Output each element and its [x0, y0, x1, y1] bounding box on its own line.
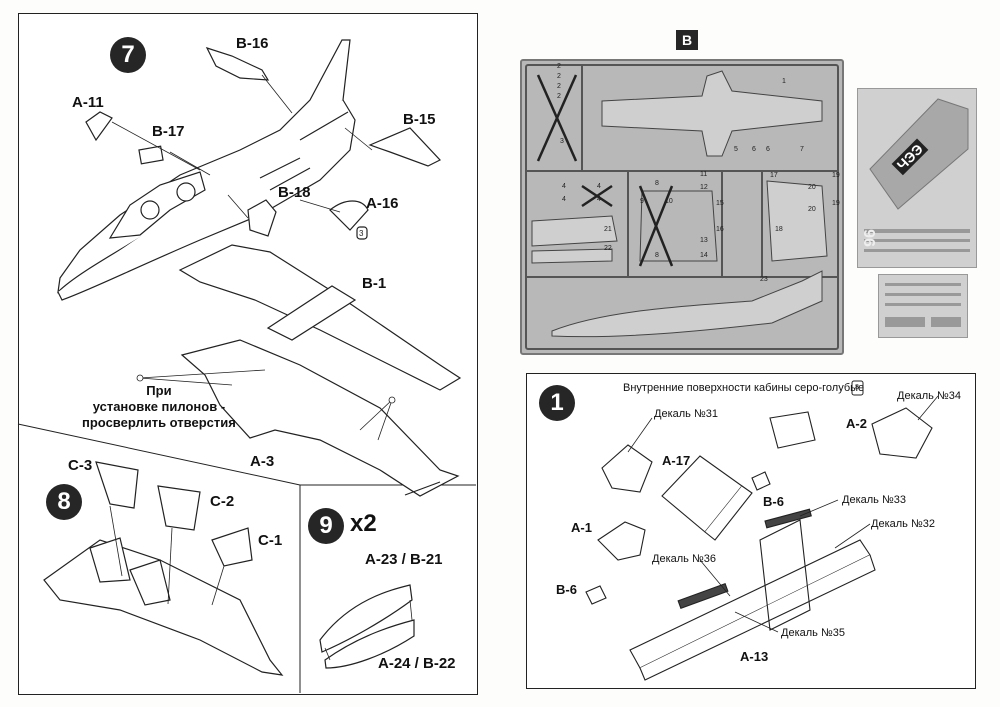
sprue-part-4c: 4: [562, 196, 566, 203]
sprue-drawing: [525, 64, 839, 350]
step7-number-badge: 7: [110, 37, 146, 73]
step7-small-parts: [85, 46, 441, 240]
decal-32-label: Декаль №32: [871, 518, 935, 530]
label-a3: A-3: [250, 453, 275, 470]
sprue-part-2c: 2: [557, 83, 561, 90]
sprue-part-6a: 6: [752, 146, 756, 153]
step9-pod-drawing: [319, 584, 415, 669]
sprue-part-4b: 4: [597, 183, 601, 190]
label-a16: A-16: [366, 195, 399, 212]
label-b17: B-17: [152, 123, 185, 140]
label-a2: A-2: [846, 416, 867, 431]
sprue-part-21: 21: [604, 226, 612, 233]
label-b6-upper: B-6: [763, 494, 784, 509]
step8-leader-lines: [109, 505, 225, 606]
sprue-part-8b: 8: [655, 252, 659, 259]
sprue-part-17: 17: [770, 172, 778, 179]
paint-code-step1: 8: [855, 384, 859, 391]
paint-can-icon: [851, 380, 864, 396]
label-a11: A-11: [72, 94, 104, 111]
decal-35-label: Декаль №35: [781, 627, 845, 639]
sprue-part-6b: 6: [766, 146, 770, 153]
label-b15: B-15: [403, 111, 436, 128]
sprue-part-14: 14: [700, 252, 708, 259]
sprue-part-19b: 19: [832, 200, 840, 207]
sprue-part-20b: 20: [808, 206, 816, 213]
step9-multiplier: x2: [350, 510, 377, 537]
paint-code-a16: 3: [359, 229, 364, 238]
sprue-part-2d: 2: [557, 93, 561, 100]
note-line-1: При: [146, 383, 172, 398]
sprue-part-19a: 19: [832, 172, 840, 179]
sprue-part-16: 16: [716, 226, 724, 233]
label-b1: B-1: [362, 275, 387, 292]
label-a24-b22: A-24 / B-22: [378, 655, 456, 672]
sprue-part-4d: 4: [597, 196, 601, 203]
label-c3: C-3: [68, 457, 93, 474]
step7-wing-drawing: [178, 244, 462, 497]
step8-number-badge: 8: [46, 484, 82, 520]
decal-34-label: Декаль №34: [897, 390, 961, 402]
sprue-part-11: 11: [700, 171, 708, 178]
note-line-2: установке пилонов -: [92, 399, 226, 414]
sprue-part-20a: 20: [808, 184, 816, 191]
label-c1: C-1: [258, 532, 283, 549]
decal-sheet-main: ЧЭЭ 96: [857, 88, 977, 268]
label-b6-lower: B-6: [556, 582, 577, 597]
label-a23-b21: A-23 / B-21: [365, 551, 443, 568]
sprue-part-5: 5: [734, 146, 738, 153]
sprue-letter-badge: B: [676, 30, 698, 50]
sprue-frame: [520, 59, 844, 355]
sprue-part-3: 3: [560, 138, 564, 145]
label-b16: B-16: [236, 35, 269, 52]
sprue-part-7: 7: [800, 146, 804, 153]
decal-31-label: Декаль №31: [654, 408, 718, 420]
note-line-3: просверлить отверстия: [82, 415, 236, 430]
cockpit-interior-note: Внутренние поверхности кабины серо-голуб…: [623, 382, 865, 394]
sprue-part-22: 22: [604, 245, 612, 252]
sprue-part-4a: 4: [562, 183, 566, 190]
sprue-part-2b: 2: [557, 73, 561, 80]
sprue-part-15: 15: [716, 200, 724, 207]
pylon-drilling-note: При установке пилонов - просверлить отве…: [82, 383, 236, 431]
sprue-part-1: 1: [782, 78, 786, 85]
label-a13: A-13: [740, 649, 769, 664]
step7-leader-lines: [111, 74, 396, 441]
label-a17: A-17: [662, 453, 691, 468]
decal-secondary-drawing: [885, 283, 961, 327]
decal-36-label: Декаль №36: [652, 553, 716, 565]
sprue-part-18: 18: [775, 226, 783, 233]
decal-sheet-secondary: [878, 274, 968, 338]
sprue-part-10: 10: [665, 198, 673, 205]
label-b18: B-18: [278, 184, 311, 201]
sprue-part-9: 9: [640, 198, 644, 205]
step1-number-badge: 1: [539, 385, 575, 421]
step7-fuselage-drawing: [57, 39, 356, 301]
sprue-part-13: 13: [700, 237, 708, 244]
step9-number-badge: 9: [308, 508, 344, 544]
decal-33-label: Декаль №33: [842, 494, 906, 506]
sprue-part-8a: 8: [655, 180, 659, 187]
sprue-part-23: 23: [760, 276, 768, 283]
sprue-part-12: 12: [700, 184, 708, 191]
step8-cockpit-drawing: [43, 461, 284, 676]
sprue-part-2a: 2: [557, 63, 561, 70]
label-a1: A-1: [571, 520, 592, 535]
label-c2: C-2: [210, 493, 235, 510]
